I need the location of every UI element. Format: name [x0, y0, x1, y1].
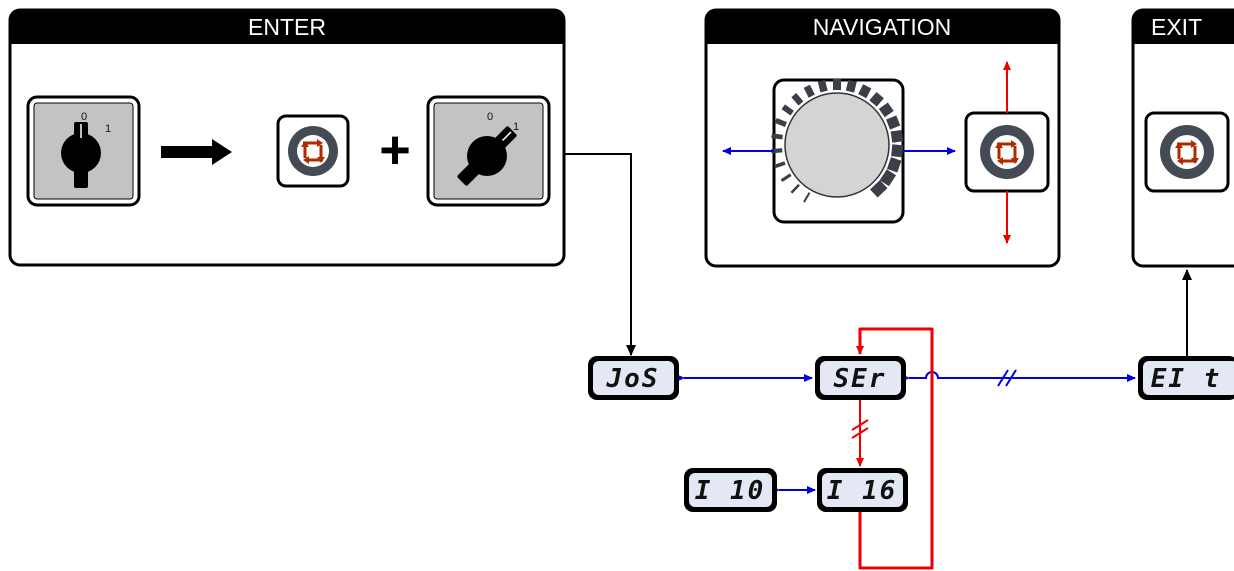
exit-panel-title: EXIT — [1151, 14, 1202, 40]
knob-tick — [869, 91, 884, 107]
knob-tick — [845, 79, 857, 93]
navigation-panel-title: NAVIGATION — [813, 14, 951, 40]
knob-tick — [774, 118, 787, 128]
push-button-icon — [276, 114, 350, 188]
ser-loop-connector — [856, 327, 934, 570]
display-eit: EI t — [1138, 356, 1234, 400]
knob-tick — [878, 102, 894, 118]
knob-tick — [803, 84, 815, 98]
knob-tick — [774, 161, 786, 169]
display-eit-text: EI t — [1151, 364, 1222, 394]
main-switch-off-icon: 0 1 — [26, 95, 141, 207]
knob-tick — [791, 93, 804, 106]
knob-tick — [780, 173, 792, 182]
switch-on-label-1: 1 — [513, 121, 519, 133]
ser-eit-break-mark — [997, 369, 1017, 387]
knob-tick — [790, 183, 800, 194]
display-i10-text: I 10 — [695, 476, 766, 506]
enter-to-jos-connector — [564, 153, 636, 356]
knob-tick — [870, 180, 888, 198]
knob-tick — [781, 104, 794, 116]
display-jos: JoS — [588, 356, 679, 400]
knob-tick — [858, 84, 872, 99]
knob-tick — [891, 144, 904, 158]
display-ser: SEr — [815, 356, 906, 400]
knob-tick — [890, 129, 904, 143]
plus-sign: + — [379, 120, 411, 180]
ser-i16-break-mark — [851, 419, 869, 439]
nav-push-button-icon — [964, 111, 1050, 193]
switch-off-label-1: 1 — [105, 123, 111, 135]
display-ser-text: SEr — [834, 364, 887, 394]
knob-tick — [771, 133, 783, 140]
switch-on-label-0: 0 — [487, 111, 493, 123]
display-i16: I 16 — [817, 468, 908, 512]
display-i10: I 10 — [684, 468, 777, 512]
knob-tick — [817, 79, 828, 93]
exit-push-button-icon — [1144, 111, 1230, 193]
switch-off-label-0: 0 — [81, 111, 87, 123]
knob-tick — [879, 169, 897, 187]
knob-tick — [886, 115, 901, 130]
enter-panel-title: ENTER — [248, 14, 326, 40]
knob-tick — [886, 157, 902, 173]
rotary-knob-icon — [771, 78, 905, 224]
then-arrow-icon — [161, 139, 232, 165]
main-switch-on-icon: 0 1 — [426, 95, 551, 207]
knob-tick — [803, 192, 811, 203]
ser-eit-link — [901, 371, 1136, 382]
display-jos-text: JoS — [606, 364, 660, 394]
display-i16-text: I 16 — [827, 476, 898, 506]
